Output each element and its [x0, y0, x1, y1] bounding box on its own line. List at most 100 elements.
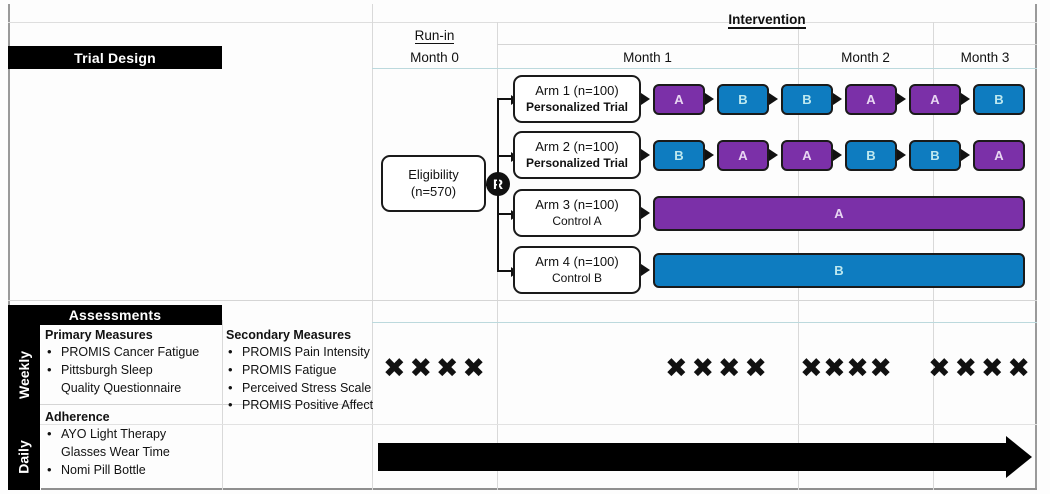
treatment-label-arm1-6: B: [994, 92, 1004, 107]
sidelabel-divider: [40, 305, 41, 490]
adherence-title: Adherence: [45, 410, 110, 424]
daily-row-rule: [8, 424, 1037, 425]
sidebar-label-daily: Daily: [8, 424, 40, 490]
list-item: Nomi Pill Bottle: [45, 461, 223, 480]
seq-arrow-arm2-3: [833, 149, 842, 161]
treatment-block-arm2-3: A: [781, 140, 833, 171]
assessment-x-mark: ✖: [1007, 352, 1030, 384]
seq-arrow-arm1-4: [897, 93, 906, 105]
list-item: Perceived Stress Scale: [226, 379, 406, 398]
primary-measures-title: Primary Measures: [45, 328, 153, 342]
list-item: Quality Questionnaire: [61, 380, 182, 395]
assessment-x-mark: ✖: [980, 352, 1004, 384]
seq-arrow-arm1-2: [769, 93, 778, 105]
assessment-x-mark: ✖: [717, 352, 741, 384]
arm-subtitle-1: Personalized Trial: [525, 99, 629, 114]
arm-box-3: Arm 3 (n=100) Control A: [513, 189, 641, 237]
assessment-x-mark: ✖: [462, 352, 485, 384]
seq-arrow-arm2-4: [897, 149, 906, 161]
treatment-label-arm2-5: B: [930, 148, 940, 163]
assessment-x-mark: ✖: [869, 352, 892, 384]
run-in-label: Run-in: [414, 28, 455, 44]
treatment-label-arm4: B: [834, 263, 844, 278]
assessment-x-mark: ✖: [800, 352, 823, 384]
daily-timeline-arrow-body: [378, 443, 1006, 471]
treatment-block-arm2-4: B: [845, 140, 897, 171]
treatment-label-arm1-1: A: [674, 92, 684, 107]
sidebar-label-weekly: Weekly: [8, 325, 40, 424]
treatment-label-arm2-2: A: [738, 148, 748, 163]
assessment-x-mark: ✖: [744, 352, 767, 384]
list-item: Glasses Wear Time: [61, 444, 170, 459]
assessments-banner-label: Assessments: [68, 307, 162, 323]
treatment-bar-arm3: A: [653, 196, 1025, 231]
arm-subtitle-2: Personalized Trial: [525, 155, 629, 170]
branch-line-arm1: [497, 98, 511, 100]
intervention-label: Intervention: [728, 12, 806, 29]
treatment-block-arm1-2: B: [717, 84, 769, 115]
seq-arrow-arm4-0: [641, 264, 650, 276]
eligibility-title: Eligibility: [408, 167, 459, 183]
treatment-block-arm1-4: A: [845, 84, 897, 115]
trial-design-banner: Trial Design: [8, 46, 222, 69]
intervention-bottom-rule: [497, 44, 1037, 45]
treatment-label-arm2-4: B: [866, 148, 876, 163]
treatment-block-arm1-5: A: [909, 84, 961, 115]
eligibility-count: (n=570): [410, 183, 457, 199]
assessment-marks-month3: ✖✖✖✖: [928, 352, 1030, 384]
list-item: PROMIS Positive Affect: [226, 396, 406, 415]
arm-subtitle-3: Control A: [552, 213, 602, 228]
header-bottom-rule: [372, 68, 1037, 69]
assessment-x-mark: ✖: [435, 352, 459, 384]
treatment-bar-arm4: B: [653, 253, 1025, 288]
branch-line-arm2: [497, 155, 511, 157]
treatment-block-arm2-1: B: [653, 140, 705, 171]
assessments-top-rule: [372, 322, 1037, 323]
month-header-3: Month 3: [960, 50, 1010, 65]
column-divider-measures: [222, 320, 223, 490]
assessment-x-mark: ✖: [846, 352, 869, 384]
seq-arrow-arm2-1: [705, 149, 714, 161]
assessment-marks-month2: ✖✖✖✖: [800, 352, 892, 384]
seq-arrow-arm1-0: [641, 93, 650, 105]
assessment-x-mark: ✖: [823, 352, 846, 384]
treatment-label-arm3: A: [834, 206, 844, 221]
month-header-2: Month 2: [841, 50, 890, 65]
treatment-label-arm2-3: A: [802, 148, 812, 163]
assessment-x-mark: ✖: [383, 352, 406, 384]
branch-line-arm3: [497, 213, 511, 215]
figure-border: [8, 4, 1037, 490]
seq-arrow-arm1-1: [705, 93, 714, 105]
treatment-block-arm1-6: B: [973, 84, 1025, 115]
arm-box-4: Arm 4 (n=100) Control B: [513, 246, 641, 294]
arm-title-4: Arm 4 (n=100): [535, 254, 619, 270]
treatment-block-arm2-2: A: [717, 140, 769, 171]
adherence-list: AYO Light Therapy Glasses Wear Time Nomi…: [45, 425, 223, 480]
assessment-marks-month0: ✖✖✖✖: [383, 352, 485, 384]
primary-measures-list: PROMIS Cancer Fatigue Pittsburgh Sleep Q…: [45, 343, 223, 397]
list-item: PROMIS Pain Intensity: [226, 343, 406, 362]
seq-arrow-arm1-3: [833, 93, 842, 105]
assessment-x-mark: ✖: [928, 352, 951, 384]
treatment-block-arm1-1: A: [653, 84, 705, 115]
arm-title-1: Arm 1 (n=100): [535, 83, 619, 99]
arm-subtitle-4: Control B: [551, 270, 603, 285]
seq-arrow-arm2-2: [769, 149, 778, 161]
treatment-label-arm2-6: A: [994, 148, 1004, 163]
arm-box-2: Arm 2 (n=100) Personalized Trial: [513, 131, 641, 179]
secondary-measures-block: Secondary Measures PROMIS Pain Intensity…: [226, 328, 406, 415]
seq-arrow-arm3-0: [641, 207, 650, 219]
weekly-daily-divider: [40, 404, 372, 405]
list-item: PROMIS Fatigue: [226, 361, 406, 380]
daily-label: Daily: [16, 440, 32, 474]
treatment-label-arm1-5: A: [930, 92, 940, 107]
randomization-spine: [497, 99, 499, 271]
trialdesign-assessments-divider: [8, 300, 1037, 301]
adherence-block: Adherence AYO Light Therapy Glasses Wear…: [45, 410, 223, 479]
list-item: Pittsburgh Sleep: [45, 361, 223, 380]
treatment-label-arm2-1: B: [674, 148, 684, 163]
seq-arrow-arm1-5: [961, 93, 970, 105]
list-item: AYO Light Therapy: [45, 425, 223, 444]
column-divider-timeline-start: [372, 4, 373, 490]
